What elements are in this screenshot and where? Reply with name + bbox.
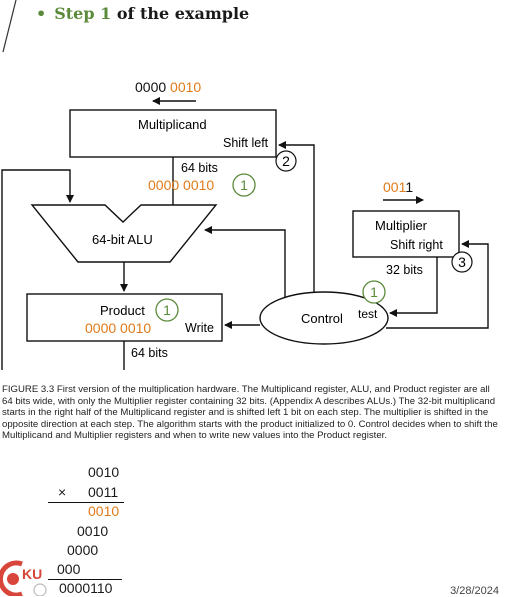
badge-1-mid <box>232 173 256 197</box>
mul-rule-1 <box>48 502 124 503</box>
mul-row-5: 0000 <box>67 542 99 558</box>
multiplier-value: 0011 <box>383 179 413 195</box>
badge-1-product-label: 1 <box>163 302 171 318</box>
bullet-heading: • Step 1 of the example <box>36 4 249 23</box>
alu-shape <box>30 204 218 263</box>
bullet-suffix: of the example <box>116 4 250 23</box>
multiplicand-shift-label: Shift left <box>223 136 269 150</box>
mid-value: 0000 0010 <box>148 177 214 193</box>
control-label: Control <box>301 311 343 326</box>
badge-1-mid-label: 1 <box>240 177 248 193</box>
multiplier-label: Multiplier <box>375 218 428 233</box>
multiplication-hardware-diagram: 0000 0010 Multiplicand Shift left 2 64 b… <box>1 79 489 370</box>
badge-2 <box>275 150 297 172</box>
mul-row-1: 0010 <box>88 464 120 480</box>
university-logo <box>0 560 47 596</box>
multiplier-to-test-arrow <box>389 257 438 317</box>
bits-64-top: 64 bits <box>181 161 218 175</box>
control-to-alu-arrow <box>204 226 286 297</box>
multiplicand-label: Multiplicand <box>138 117 207 132</box>
badge-3-label: 3 <box>458 254 466 270</box>
mul-result: 0000110 <box>59 580 113 596</box>
badge-2-label: 2 <box>282 153 290 169</box>
mul-times-sign: × <box>58 484 67 500</box>
product-write-label: Write <box>185 321 214 335</box>
figure-caption: FIGURE 3.3 First version of the multipli… <box>2 384 498 442</box>
bullet-dot: • <box>36 4 47 23</box>
mul-row-2: 0011 <box>88 484 119 500</box>
product-feedback-loop <box>1 169 74 370</box>
bullet-step-word: Step <box>54 4 95 23</box>
control-test-label: test <box>358 307 378 321</box>
badge-1-test <box>362 280 386 304</box>
corner-slash <box>2 0 17 53</box>
mul-row-3: 0010 <box>88 503 120 519</box>
mul-row-6: 000 <box>57 561 81 577</box>
multiplier-register <box>352 210 460 258</box>
product-value: 0000 0010 <box>85 320 151 336</box>
multiplier-shift-label: Shift right <box>390 238 443 252</box>
product-label: Product <box>100 303 145 318</box>
logo-text: KU <box>22 566 43 582</box>
control-to-multiplicand-arrow <box>278 141 315 292</box>
mul-rule-2 <box>48 579 122 580</box>
control-to-multiplier-arrow <box>386 240 489 329</box>
badge-1-product <box>155 298 179 322</box>
mul-row-4: 0010 <box>77 523 109 539</box>
alu-label: 64-bit ALU <box>92 232 153 247</box>
multiplicand-top-value: 0000 0010 <box>135 79 201 95</box>
bullet-step-number: 1 <box>100 4 112 23</box>
badge-1-test-label: 1 <box>370 284 378 300</box>
control-unit <box>259 291 389 345</box>
slide-date: 3/28/2024 <box>450 585 499 597</box>
badge-3 <box>451 251 473 273</box>
bits-32: 32 bits <box>386 263 423 277</box>
bits-64-bottom: 64 bits <box>131 346 168 360</box>
